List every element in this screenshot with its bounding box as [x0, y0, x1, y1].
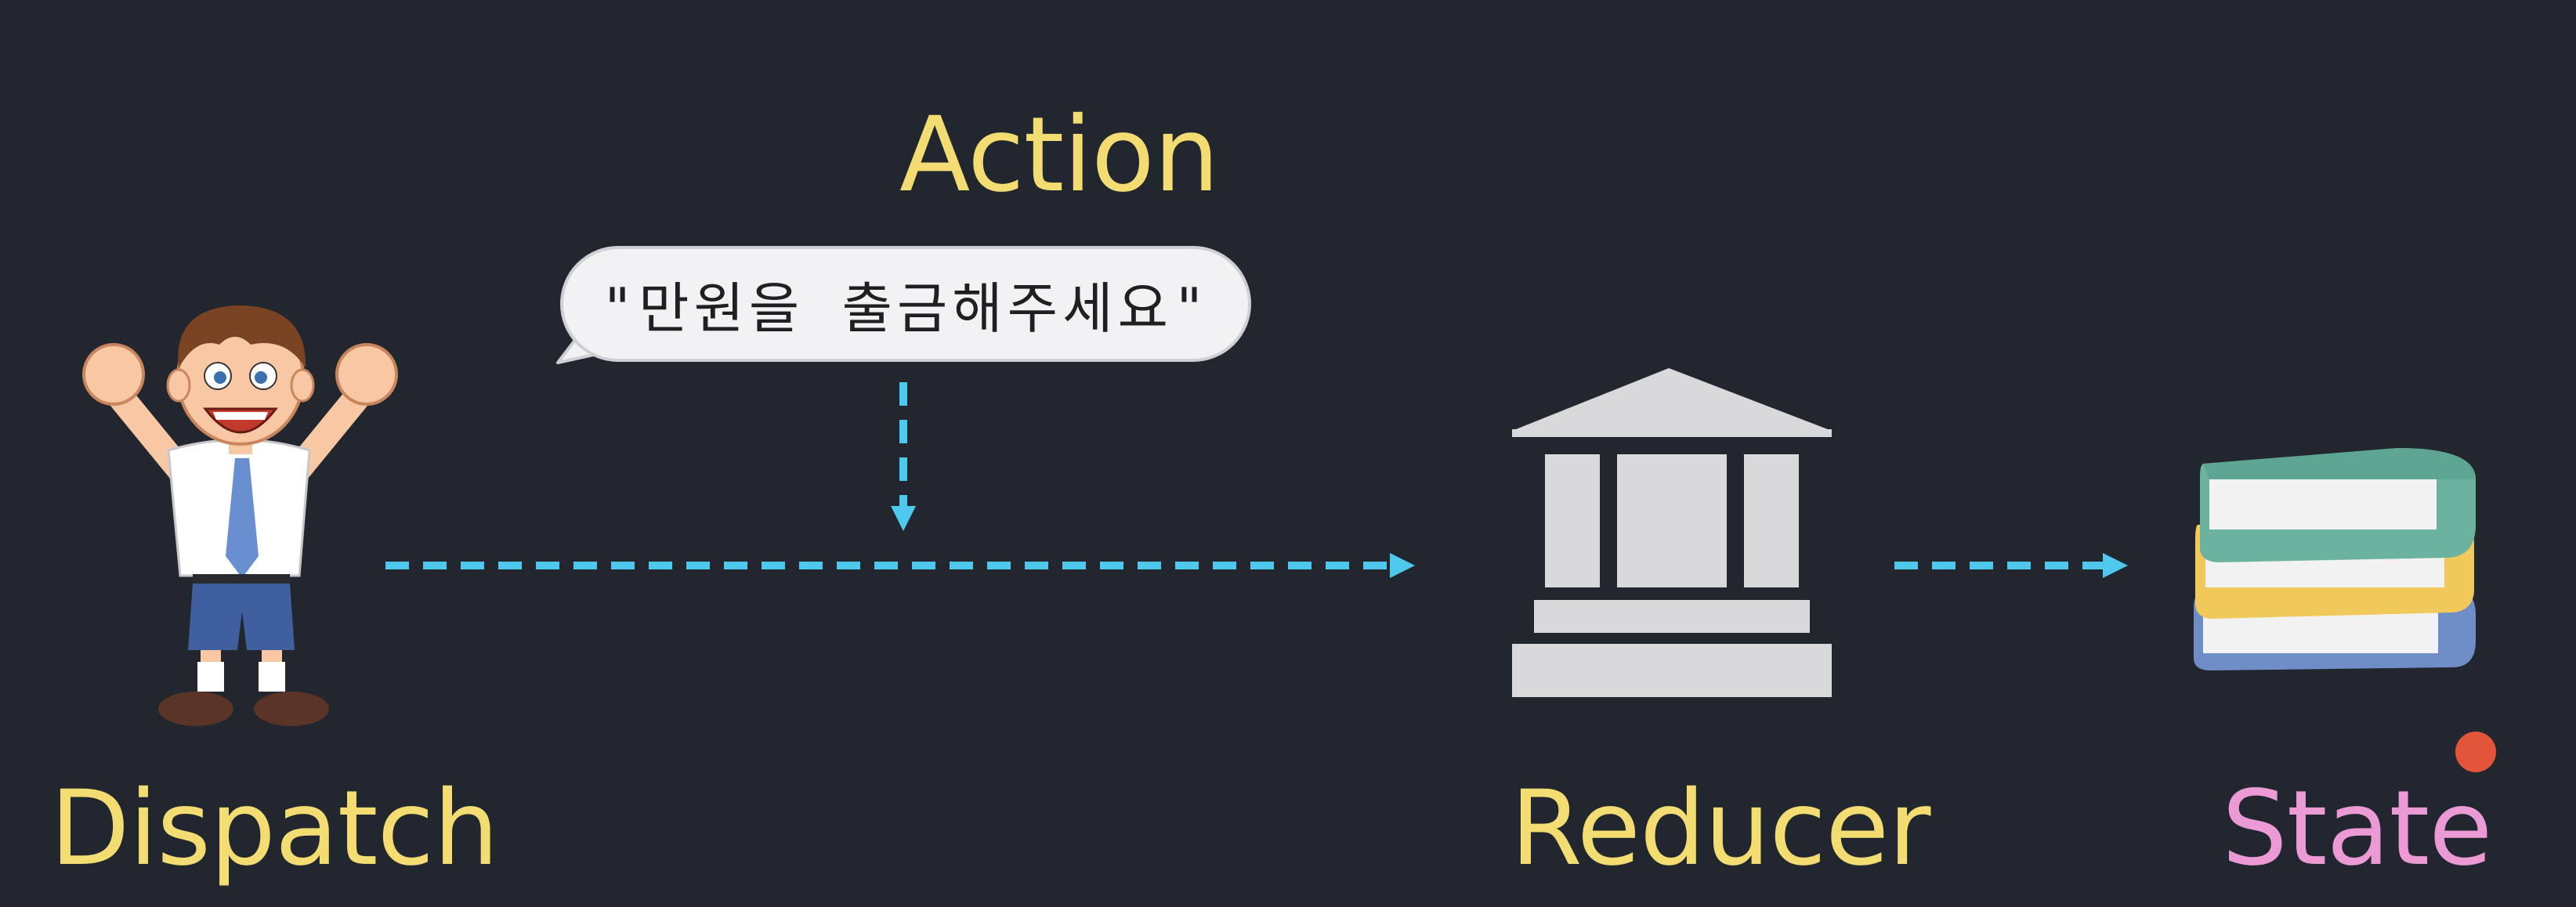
dispatch-label: Dispatch [50, 777, 498, 880]
record-dot-icon [2455, 732, 2496, 772]
bank-icon [1512, 368, 1832, 697]
books-stack-icon [2194, 448, 2476, 670]
reducer-label: Reducer [1511, 777, 1930, 880]
speech-bubble: "만원을 출금해주세요" [560, 246, 1251, 362]
state-label: State [2222, 777, 2491, 880]
student-icon [84, 305, 396, 726]
action-label: Action [899, 103, 1218, 207]
speech-bubble-text: "만원을 출금해주세요" [601, 265, 1210, 344]
